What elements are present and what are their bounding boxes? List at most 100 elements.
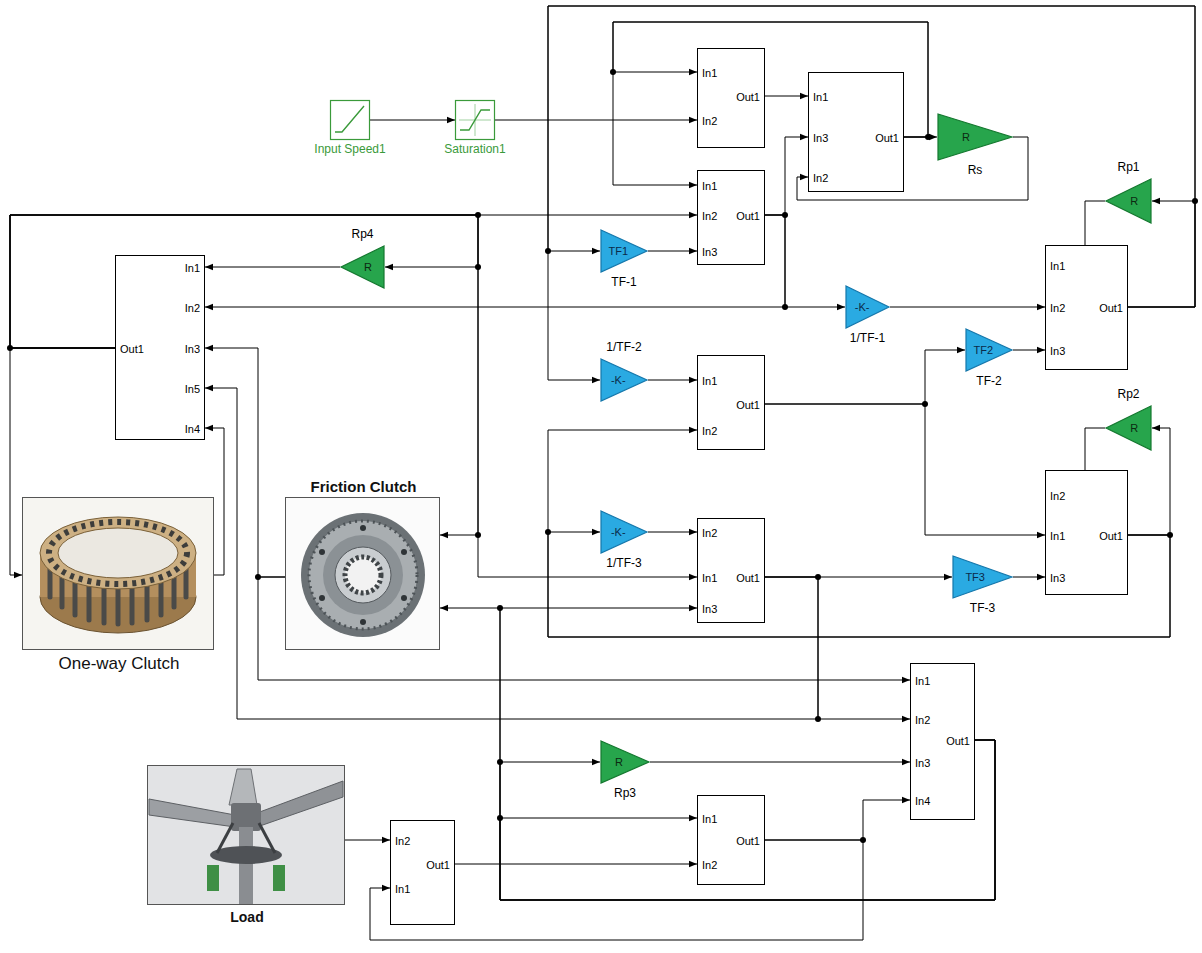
port-label: In5 — [185, 383, 200, 396]
signal-line — [1013, 577, 1045, 578]
spline-bore — [345, 557, 381, 593]
port-label: Out1 — [736, 399, 760, 412]
servo-arm — [273, 865, 285, 891]
port-label: In3 — [702, 603, 717, 616]
signal-line — [650, 762, 910, 763]
gain-value: R — [364, 261, 372, 274]
gain-block: RRs — [937, 113, 1013, 161]
subsystem-block: In1Out1In2 — [697, 355, 765, 450]
signal-line — [548, 430, 1170, 637]
subsystem-block: In2In1Out1In3 — [697, 518, 765, 623]
junction-dot — [922, 401, 928, 407]
subsystem-block: In1In2Out1In3 — [1045, 245, 1128, 370]
gain-triangle — [966, 329, 1012, 371]
bolt — [319, 595, 325, 601]
port-label: Out1 — [1099, 302, 1123, 315]
gain-block: 1/TF-2-K- — [600, 358, 648, 402]
port-label: In1 — [185, 262, 200, 275]
plate-edge — [309, 521, 417, 629]
roller-rim — [49, 522, 187, 584]
junction-dot — [545, 248, 551, 254]
block-label: 1/TF-2 — [604, 341, 643, 355]
block-shape — [1105, 178, 1152, 224]
port-label: In2 — [915, 714, 930, 727]
gain-block: Rp4R — [340, 245, 385, 289]
gain-block: TF3TF-3 — [952, 555, 1013, 599]
port-label: In3 — [185, 343, 200, 356]
bolt — [360, 619, 366, 625]
block-label: Rp1 — [1115, 161, 1141, 175]
port-label: In4 — [915, 795, 930, 808]
gain-triangle — [341, 246, 384, 288]
subsystem-block: In2Out1In1 — [390, 820, 455, 925]
signal-line — [10, 215, 478, 348]
junction-dot — [782, 304, 788, 310]
port-label: Out1 — [1099, 530, 1123, 543]
pitch-link — [259, 823, 275, 853]
block-shape — [340, 245, 385, 289]
block-shape — [330, 100, 370, 140]
subsystem-block: In1In2Out1In3In5In4 — [115, 255, 205, 440]
port-label: In4 — [185, 423, 200, 436]
block-shape — [937, 113, 1013, 161]
clutch-photo — [285, 497, 440, 650]
signal-line — [205, 348, 285, 577]
port-label: In2 — [702, 527, 717, 540]
gain-triangle — [1106, 179, 1151, 223]
signal-line — [890, 307, 1045, 308]
block-label: Friction Clutch — [309, 478, 419, 495]
signal-line — [10, 348, 115, 575]
port-label: In2 — [395, 835, 410, 848]
blade — [149, 799, 235, 827]
block-shape — [1105, 405, 1152, 451]
port-label: In2 — [813, 172, 828, 185]
subsystem-block: In1In3Out1In2 — [808, 72, 904, 192]
gain-value: R — [615, 756, 623, 769]
signal-line — [500, 740, 995, 900]
signal-line — [440, 608, 995, 900]
subsystem-block: In1In2Out1In3In4 — [910, 663, 975, 820]
signal-line — [455, 864, 697, 865]
port-label: Out1 — [736, 91, 760, 104]
block-label: TF-2 — [974, 375, 1003, 389]
junctions — [7, 69, 1198, 843]
source-curve — [460, 110, 490, 130]
port-label: In2 — [1050, 302, 1065, 315]
signal-lines — [10, 6, 1195, 940]
gain-triangle — [601, 511, 647, 553]
port-label: Out1 — [120, 343, 144, 356]
signal-line — [370, 120, 455, 121]
photo-ground — [147, 765, 345, 905]
junction-dot — [860, 837, 866, 843]
ring-top — [40, 517, 196, 589]
block-label: 1/TF-3 — [604, 557, 643, 571]
port-label: In2 — [702, 859, 717, 872]
gain-block: TF2TF-2 — [965, 328, 1013, 372]
signal-line — [345, 840, 390, 841]
port-label: Out1 — [875, 132, 899, 145]
subsystem-block: In1Out1In2 — [697, 48, 765, 148]
block-label: Rp3 — [612, 787, 638, 801]
junction-dot — [497, 759, 503, 765]
block-shape — [455, 100, 495, 140]
junction-dot — [497, 605, 503, 611]
block-shape — [600, 740, 650, 784]
port-label: In3 — [915, 757, 930, 770]
junction-dot — [475, 532, 481, 538]
block-shape — [148, 766, 346, 906]
photo-ground — [22, 497, 214, 650]
junction-dot — [475, 264, 481, 270]
subsystem-block: In1Out1In2 — [697, 795, 765, 885]
block-label: Rs — [966, 164, 985, 178]
port-label: In3 — [813, 132, 828, 145]
bore — [58, 528, 178, 578]
junction-dot — [815, 716, 821, 722]
junction-dot — [545, 529, 551, 535]
hub — [335, 547, 391, 603]
signal-line — [765, 404, 1045, 535]
signal-line — [765, 215, 845, 307]
source-frame — [331, 101, 370, 140]
gain-block: TF1TF-1 — [600, 229, 648, 273]
block-label: 1/TF-1 — [848, 332, 887, 346]
gain-value: -K- — [611, 374, 626, 387]
